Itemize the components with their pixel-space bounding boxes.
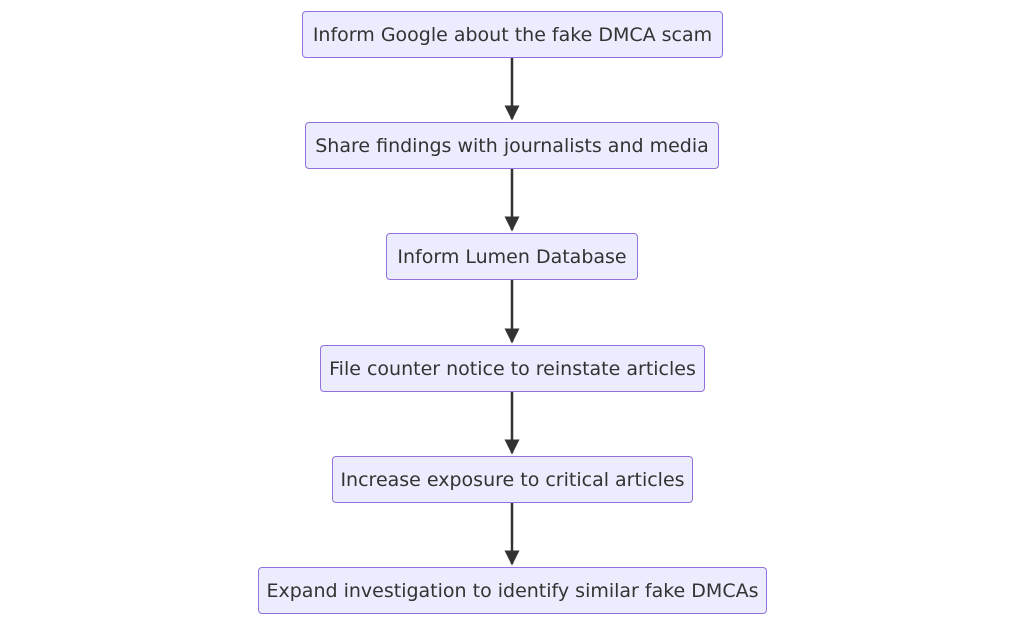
node-increase-exposure: Increase exposure to critical articles bbox=[332, 456, 693, 503]
node-inform-lumen: Inform Lumen Database bbox=[386, 233, 638, 280]
node-label: Inform Google about the fake DMCA scam bbox=[312, 23, 713, 46]
node-label: Share findings with journalists and medi… bbox=[315, 134, 709, 157]
node-label: Expand investigation to identify similar… bbox=[266, 579, 759, 602]
node-file-counter-notice: File counter notice to reinstate article… bbox=[320, 345, 705, 392]
node-label: Inform Lumen Database bbox=[397, 245, 627, 268]
node-label: Increase exposure to critical articles bbox=[340, 468, 685, 491]
node-share-findings: Share findings with journalists and medi… bbox=[305, 122, 719, 169]
node-label: File counter notice to reinstate article… bbox=[329, 357, 696, 380]
node-expand-investigation: Expand investigation to identify similar… bbox=[258, 567, 767, 614]
node-inform-google: Inform Google about the fake DMCA scam bbox=[302, 11, 723, 58]
